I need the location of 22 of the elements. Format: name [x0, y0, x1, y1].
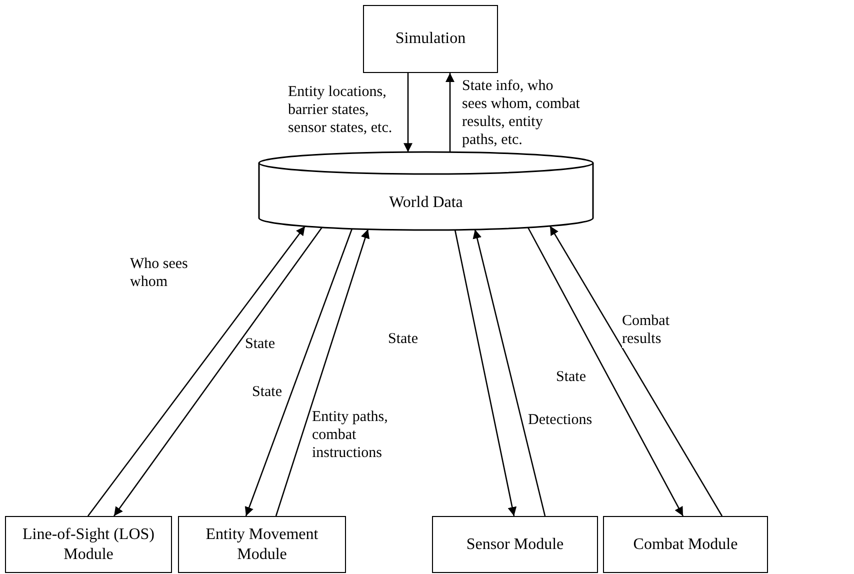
process-box [5, 516, 172, 573]
node-label: Sensor Module [466, 534, 564, 554]
arrow [454, 230, 517, 516]
node-label: Entity Movement Module [204, 525, 320, 564]
arrow [275, 229, 370, 516]
node-label: Simulation [395, 29, 466, 49]
arrow [244, 228, 353, 516]
process-box [432, 516, 598, 573]
process-box [603, 516, 768, 573]
arrow [527, 227, 684, 516]
process-box [363, 5, 498, 73]
node-label: Combat Module [633, 534, 738, 554]
node-label: Line-of-Sight (LOS) Module [22, 525, 156, 564]
arrow [446, 73, 454, 152]
edge-label: State info, who sees whom, combat results, entity paths, etc. [462, 77, 580, 149]
arrow [87, 226, 306, 516]
arrow [113, 227, 323, 516]
arrow [549, 226, 723, 516]
node-label: World Data [389, 193, 463, 213]
arrow [472, 229, 546, 516]
arrow [404, 73, 412, 152]
process-box [178, 516, 346, 573]
